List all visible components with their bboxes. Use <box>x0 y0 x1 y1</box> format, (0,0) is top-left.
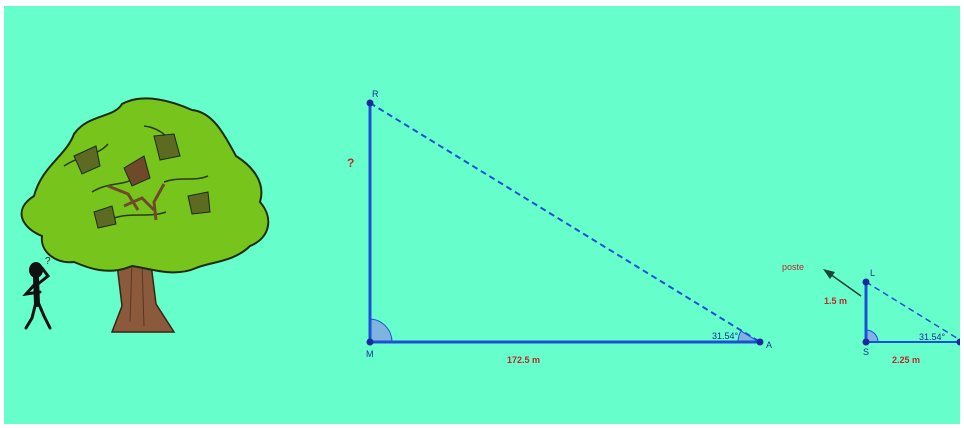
poste-label: poste <box>782 262 804 272</box>
point-S[interactable] <box>862 338 870 346</box>
angle-label-small: 31.54° <box>919 332 946 342</box>
small-triangle: L S 1.5 m 2.25 m 31.54° poste <box>782 262 960 365</box>
label-M: M <box>366 349 374 359</box>
big-triangle: R M A ? 172.5 m 31.54° <box>347 89 772 365</box>
point-small-acute[interactable] <box>956 338 961 346</box>
height-label: 1.5 m <box>824 296 847 306</box>
pointer-arrowhead <box>823 269 835 279</box>
segment-RA <box>369 102 761 343</box>
pointer-arrow <box>829 273 862 297</box>
label-R: R <box>372 89 379 99</box>
unknown-height-label: ? <box>347 156 354 170</box>
segment-L-hyp <box>865 281 960 341</box>
label-L: L <box>870 268 875 278</box>
angle-label-A: 31.54° <box>712 331 739 341</box>
point-R[interactable] <box>366 99 374 107</box>
small-base-length-label: 2.25 m <box>892 355 920 365</box>
geometry-canvas: ? R M A ? 172.5 m 31.54° <box>4 6 960 424</box>
label-S: S <box>863 347 869 357</box>
thinking-person-icon: ? <box>22 256 52 330</box>
point-M[interactable] <box>366 338 374 346</box>
tree-icon <box>20 97 270 333</box>
thought-mark: ? <box>45 256 51 267</box>
point-A[interactable] <box>756 338 764 346</box>
base-length-label: 172.5 m <box>507 355 540 365</box>
label-A: A <box>766 340 772 350</box>
point-L[interactable] <box>862 278 870 286</box>
